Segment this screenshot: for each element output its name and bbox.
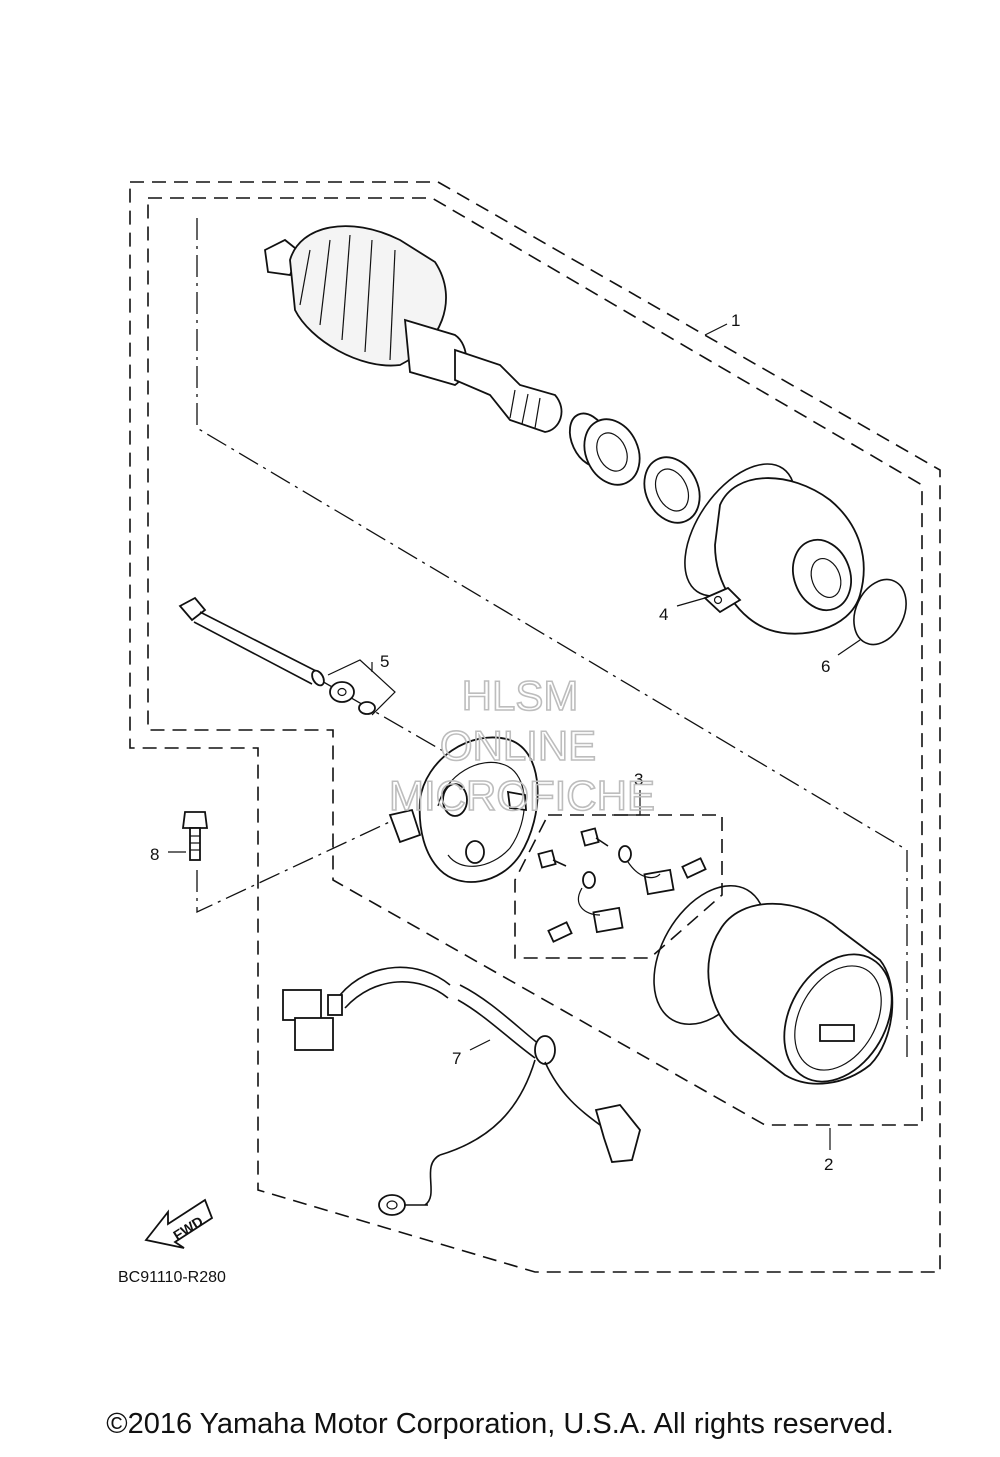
alignment-line-bolt [319,679,451,756]
front-cover-part [703,477,865,635]
assembly-boundary-inner [147,197,923,1126]
copyright-notice: ©2016 Yamaha Motor Corporation, U.S.A. A… [106,1408,894,1440]
leader-line-1 [704,323,728,336]
brush-kit-part [537,827,707,943]
alignment-line-upper [196,218,908,1060]
watermark-line-3: MICROFICHE [389,772,655,819]
watermark-line-2: ONLINE [440,722,596,769]
callout-6: 6 [821,657,830,676]
callout-3: 3 [634,770,643,789]
leader-line-7 [469,1039,491,1051]
brush-kit-boundary [514,814,723,959]
armature-part [264,225,563,433]
callout-bracket-5 [327,659,396,716]
callout-7: 7 [452,1049,461,1068]
callout-1: 1 [731,311,740,330]
rear-cover-part [388,736,539,883]
o-ring-small [853,578,907,646]
callout-8: 8 [150,845,159,864]
seal-part [643,456,701,524]
callout-4: 4 [659,605,668,624]
washer-part [329,681,376,715]
leader-line-4 [676,597,706,607]
leader-line-6 [837,639,861,656]
watermark-line-1: HLSM [462,672,579,719]
yoke-part [707,903,894,1085]
screw-part [181,811,209,861]
wire-harness-part [282,966,641,1216]
assembly-boundary-outer [129,181,941,1273]
bearing-part [568,412,641,486]
callout-2: 2 [824,1155,833,1174]
alignment-line-lower [196,817,399,914]
callout-5: 5 [380,652,389,671]
long-bolt-part [178,596,325,687]
fwd-arrow-icon: FWD [144,1198,214,1249]
leader-line-3 [612,790,641,816]
diagram-code: BC91110-R280 [118,1269,226,1286]
